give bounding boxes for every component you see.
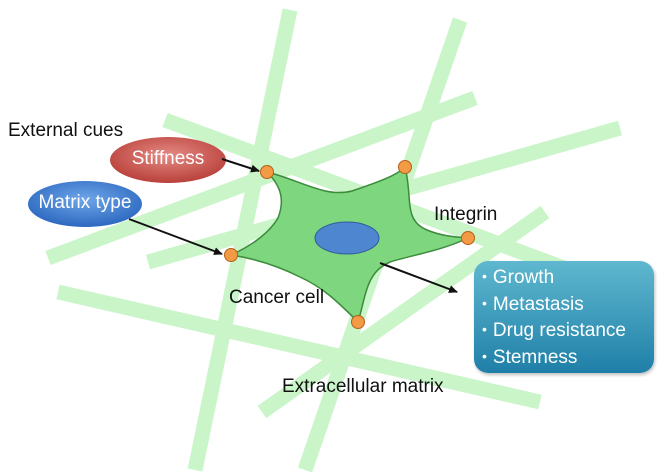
nucleus	[314, 221, 380, 255]
outcome-item: • Drug resistance	[482, 318, 654, 345]
outcome-arrow	[379, 262, 458, 293]
outcome-text: Metastasis	[492, 293, 584, 315]
cancer-cell-label: Cancer cell	[229, 287, 325, 308]
stiffness-arrow	[221, 158, 260, 173]
integrin-dot	[224, 248, 238, 262]
outcome-text: Growth	[492, 267, 555, 288]
outcome-text: Stemness	[492, 346, 578, 368]
matrix-fiber	[45, 90, 478, 266]
integrin-dot	[461, 231, 475, 245]
extracellular-matrix-label: Extracellular matrix	[282, 376, 444, 397]
outcomes-box: • Growth • Metastasis • Drug resistance • St…	[474, 261, 654, 373]
outcomes-list: • Growth • Metastasis • Drug resistance • St…	[474, 261, 654, 371]
outcome-item: • Stemness	[482, 345, 654, 372]
outcome-text: Drug resistance	[492, 320, 626, 341]
integrin-dot	[398, 160, 412, 174]
matrix-type-arrow	[128, 218, 223, 255]
bullet-icon: •	[482, 347, 487, 364]
stiffness-oval	[110, 137, 226, 183]
matrix-type-oval	[28, 181, 142, 227]
integrin-points	[224, 160, 475, 329]
integrin-label: Integrin	[434, 204, 498, 225]
matrix-fiber	[56, 284, 542, 410]
integrin-dot	[260, 165, 274, 179]
external-cues-label: External cues	[8, 120, 124, 141]
bullet-icon: •	[482, 268, 487, 284]
integrin-dot	[351, 315, 365, 329]
bullet-icon: •	[482, 294, 487, 311]
stiffness-label: Stiffness	[131, 148, 205, 169]
bullet-icon: •	[482, 321, 487, 337]
outcome-item: • Metastasis	[482, 292, 654, 319]
outcome-item: • Growth	[482, 265, 654, 292]
matrix-type-label: Matrix type	[38, 192, 132, 213]
matrix-fiber	[257, 205, 550, 419]
